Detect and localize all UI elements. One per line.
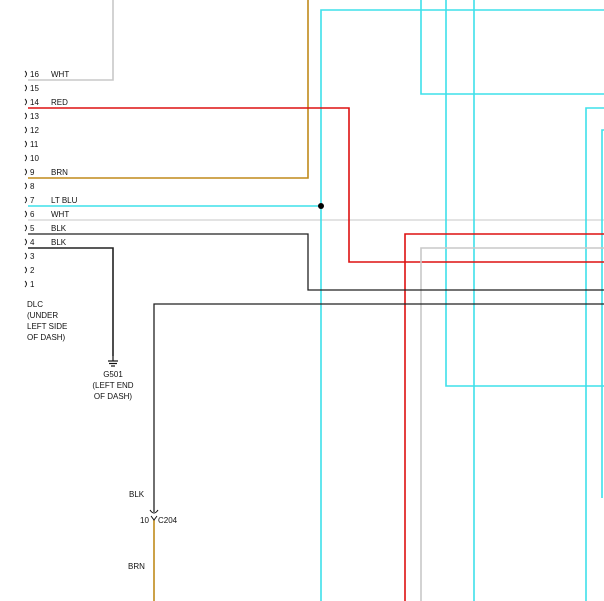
wire-label: WHT (51, 70, 69, 79)
wire-label: LT BLU (51, 196, 78, 205)
ground-symbol-icon (108, 356, 118, 367)
wire-red-loop (404, 233, 604, 601)
dlc-pin-number: 2 (30, 266, 35, 275)
wire-label: BLK (51, 224, 67, 233)
dlc-wire-labels: WHT RED BRN LT BLU WHT BLK BLK (51, 70, 78, 247)
connector-c204-symbol-icon (149, 509, 159, 514)
wire-red-pin14 (28, 107, 604, 263)
wire-label: RED (51, 98, 68, 107)
dlc-connector-brackets (24, 70, 27, 288)
dlc-pin-number: 6 (30, 210, 35, 219)
dlc-pin-number: 3 (30, 252, 35, 261)
ground-caption-line: OF DASH) (94, 392, 133, 401)
wire-blk-pin4-to-ground (28, 247, 114, 356)
dlc-caption-line: (UNDER (27, 311, 58, 320)
dlc-pin-number: 8 (30, 182, 35, 191)
dlc-pin-number: 7 (30, 196, 35, 205)
connector-c204-pin-icon (150, 515, 158, 521)
dlc-pin-number: 10 (30, 154, 39, 163)
wire-wht-vertical (420, 247, 604, 601)
wire-label: BLK (51, 238, 67, 247)
dlc-pin-number: 12 (30, 126, 39, 135)
splice-junction-dot (318, 203, 324, 209)
dlc-pin-numbers: 16 15 14 13 12 11 10 9 8 7 6 5 4 3 2 1 (30, 70, 39, 289)
wire-wht-pin16 (28, 0, 114, 81)
c204-pin-number: 10 (140, 516, 149, 525)
dlc-pin-number: 16 (30, 70, 39, 79)
ground-caption: G501 (LEFT END OF DASH) (92, 370, 133, 401)
wire-label: BRN (51, 168, 68, 177)
c204-connector-name: C204 (158, 516, 178, 525)
ground-id: G501 (103, 370, 123, 379)
c204-wire-in-label: BLK (129, 490, 145, 499)
dlc-caption-line: LEFT SIDE (27, 322, 67, 331)
dlc-pin-number: 11 (30, 140, 39, 149)
dlc-pin-number: 14 (30, 98, 39, 107)
dlc-pin-number: 1 (30, 280, 35, 289)
dlc-pin-number: 5 (30, 224, 35, 233)
dlc-pin-number: 13 (30, 112, 39, 121)
ground-caption-line: (LEFT END (92, 381, 133, 390)
wire-lt-blu-network (28, 0, 604, 601)
c204-wire-out-label: BRN (128, 562, 145, 571)
wire-blk-pin5 (28, 233, 604, 291)
dlc-caption: DLC (UNDER LEFT SIDE OF DASH) (27, 300, 67, 342)
dlc-pin-number: 9 (30, 168, 35, 177)
wire-blk-to-c204 (153, 303, 604, 512)
wire-label: WHT (51, 210, 69, 219)
dlc-caption-line: OF DASH) (27, 333, 66, 342)
dlc-caption-line: DLC (27, 300, 43, 309)
dlc-pin-number: 15 (30, 84, 39, 93)
wire-brn-pin9 (28, 0, 309, 179)
dlc-pin-number: 4 (30, 238, 35, 247)
